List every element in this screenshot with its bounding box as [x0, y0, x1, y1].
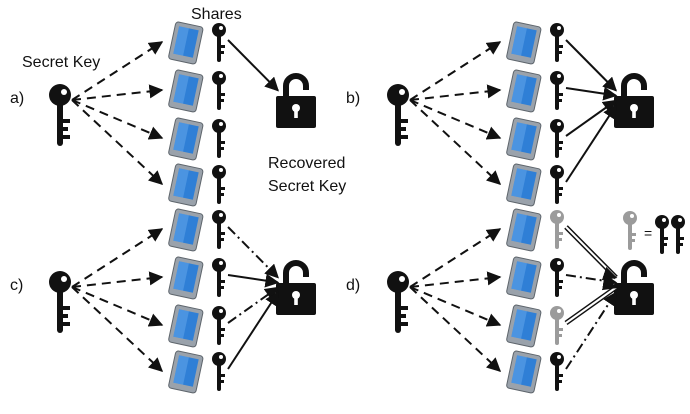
share-key-icon	[548, 117, 566, 158]
distribution-arrow	[409, 99, 502, 140]
device-icon	[505, 162, 542, 207]
distribution-arrow	[409, 99, 502, 185]
secret-key-label: Secret Key	[22, 54, 101, 71]
recovery-link	[227, 273, 280, 288]
recovery-link	[565, 104, 617, 183]
master-key-icon	[387, 84, 409, 143]
shares-label: Shares	[191, 6, 242, 23]
device-icon	[167, 20, 204, 65]
distribution-arrow	[71, 286, 164, 327]
device-icon	[505, 255, 542, 300]
recovery-link-inner	[565, 226, 617, 279]
distribution-arrow	[71, 286, 164, 372]
share-key-icon	[548, 69, 566, 110]
padlock-icon	[276, 76, 316, 128]
key-equation	[621, 209, 687, 254]
device-icon	[505, 349, 542, 394]
distribution-arrow	[71, 84, 164, 101]
share-key-icon	[548, 21, 566, 62]
master-key-icon	[49, 271, 71, 330]
recovery-link	[565, 86, 618, 101]
share-key-icon	[548, 208, 566, 249]
master-key-icon	[387, 271, 409, 330]
recovery-link	[227, 226, 279, 279]
device-icon	[167, 116, 204, 161]
panel-c	[49, 207, 316, 394]
padlock-icon	[276, 263, 316, 315]
panel-b-label: b)	[346, 90, 361, 107]
share-key-icon	[210, 69, 228, 110]
recovery-link	[565, 273, 618, 288]
distribution-arrow	[409, 286, 502, 372]
device-icon	[167, 255, 204, 300]
distribution-arrow	[71, 99, 164, 140]
equals-sign: =	[644, 225, 653, 241]
panel-b	[387, 20, 654, 207]
device-icon	[167, 349, 204, 394]
distribution-arrow	[71, 41, 164, 101]
device-icon	[505, 68, 542, 113]
share-key-icon	[548, 256, 566, 297]
panel-d	[387, 207, 654, 394]
distribution-arrow	[409, 228, 502, 288]
device-icon	[167, 207, 204, 252]
padlock-icon	[614, 76, 654, 128]
share-key-icon	[210, 117, 228, 158]
recovery-link	[227, 291, 279, 370]
device-icon	[167, 303, 204, 348]
recovery-link	[565, 291, 617, 370]
master-key-icon	[49, 84, 71, 143]
share-key-icon	[210, 163, 228, 204]
panel-d-label: d)	[346, 277, 361, 294]
recovery-link	[565, 39, 617, 92]
panel-c-label: c)	[10, 277, 24, 294]
distribution-arrow	[409, 84, 502, 101]
device-icon	[505, 207, 542, 252]
device-icon	[167, 162, 204, 207]
recovery-link	[227, 39, 279, 92]
distribution-arrow	[409, 41, 502, 101]
device-icon	[505, 20, 542, 65]
gray-key-icon	[621, 209, 639, 250]
recovery-arrowhead	[601, 276, 618, 291]
recovered-label-line2: Secret Key	[268, 178, 347, 195]
share-key-icon	[548, 304, 566, 345]
device-icon	[505, 303, 542, 348]
share-key-icon	[210, 350, 228, 391]
distribution-arrow	[71, 228, 164, 288]
recovered-label-line1: Recovered	[268, 155, 346, 172]
distribution-arrow	[409, 286, 502, 327]
padlock-icon	[614, 263, 654, 315]
share-key-icon	[548, 350, 566, 391]
distribution-arrow	[71, 271, 164, 288]
panel-a	[49, 20, 316, 207]
distribution-arrow	[71, 99, 164, 185]
share-key-icon	[210, 21, 228, 62]
panel-a-label: a)	[10, 90, 25, 107]
share-key-icon	[548, 163, 566, 204]
recovery-link-inner	[565, 286, 617, 324]
device-icon	[505, 116, 542, 161]
share-key-icon	[210, 208, 228, 249]
distribution-arrow	[409, 271, 502, 288]
device-icon	[167, 68, 204, 113]
share-key-icon	[210, 256, 228, 297]
share-key-icon	[210, 304, 228, 345]
share-key-icon	[669, 213, 687, 254]
share-key-icon	[653, 213, 671, 254]
